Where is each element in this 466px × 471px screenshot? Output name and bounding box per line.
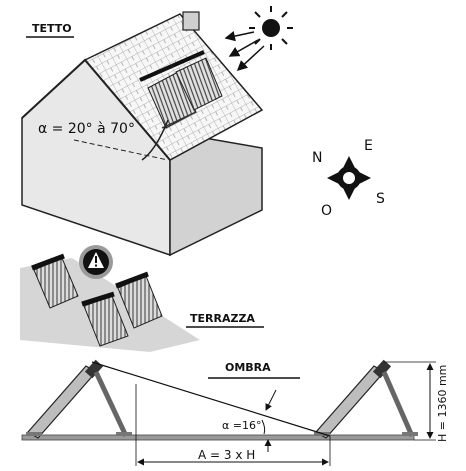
spacing-label: A = 3 x H — [198, 448, 255, 462]
roof-angle-arc — [141, 119, 169, 161]
height-label: H = 1360 mm — [436, 365, 449, 442]
roof-angle-label: α = 20° à 70° — [38, 121, 135, 137]
terrace-area — [20, 245, 200, 352]
compass-north: N — [312, 150, 322, 166]
sun-icon — [249, 6, 293, 50]
shadow-label: OMBRA — [225, 361, 271, 374]
chimney — [182, 11, 200, 31]
ground-line — [21, 434, 415, 441]
compass-south: S — [376, 191, 385, 207]
shadow-angle-label: α =16° — [222, 419, 261, 432]
compass-east: E — [364, 138, 373, 154]
terrace-label: TERRAZZA — [190, 312, 255, 325]
roof-label: TETTO — [32, 22, 72, 35]
sun-rays-arrows — [224, 30, 265, 72]
compass-west: O — [321, 203, 332, 219]
shadow-section — [21, 359, 436, 466]
house-side-wall — [169, 131, 263, 257]
roof-collectors — [139, 50, 223, 129]
house: α = 20° à 70° — [21, 11, 264, 257]
compass-icon — [327, 156, 371, 200]
shadow-ray — [91, 361, 331, 437]
warning-icon — [79, 245, 113, 279]
